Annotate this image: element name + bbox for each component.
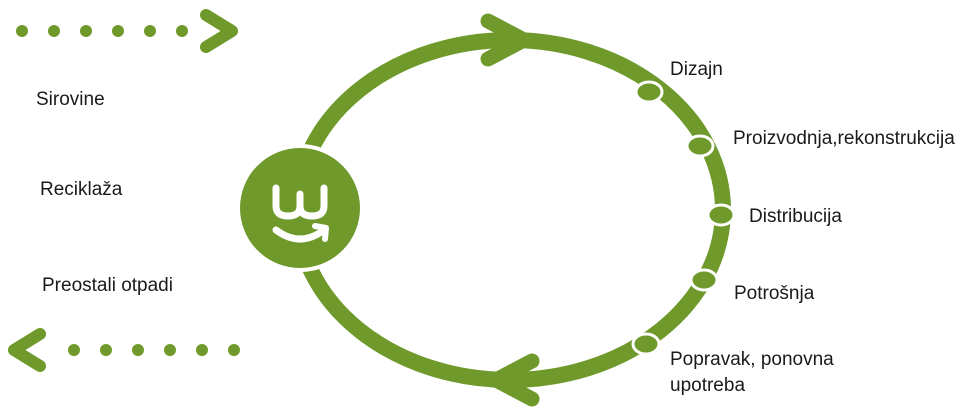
stage-label-potrosnja: Potrošnja: [734, 283, 815, 304]
wemake-smile-logo-icon: [236, 144, 364, 272]
dotted-arrow-right-icon: [16, 9, 238, 53]
stage-node-proizvodnja: [685, 134, 715, 158]
stage-label-distribucija: Distribucija: [749, 206, 842, 227]
label-sirovine: Sirovine: [36, 89, 105, 110]
stage-node-potrosnja: [689, 268, 719, 292]
stage-label-proizvodnja: Proizvodnja,rekonstrukcija: [733, 128, 955, 149]
label-preostali-otpadi: Preostali otpadi: [42, 275, 173, 296]
stage-node-popravak: [631, 332, 661, 356]
dotted-arrow-left-icon: [8, 328, 240, 372]
label-reciklaza: Reciklaža: [40, 179, 123, 200]
stage-node-dizajn: [634, 80, 664, 104]
stage-label-dizajn: Dizajn: [670, 59, 723, 80]
stage-node-distribucija: [706, 203, 736, 227]
stage-label-popravak: Popravak, ponovna upotreba: [670, 349, 834, 396]
arrow-left-icon: [488, 353, 540, 407]
arrow-right-icon: [480, 13, 532, 67]
